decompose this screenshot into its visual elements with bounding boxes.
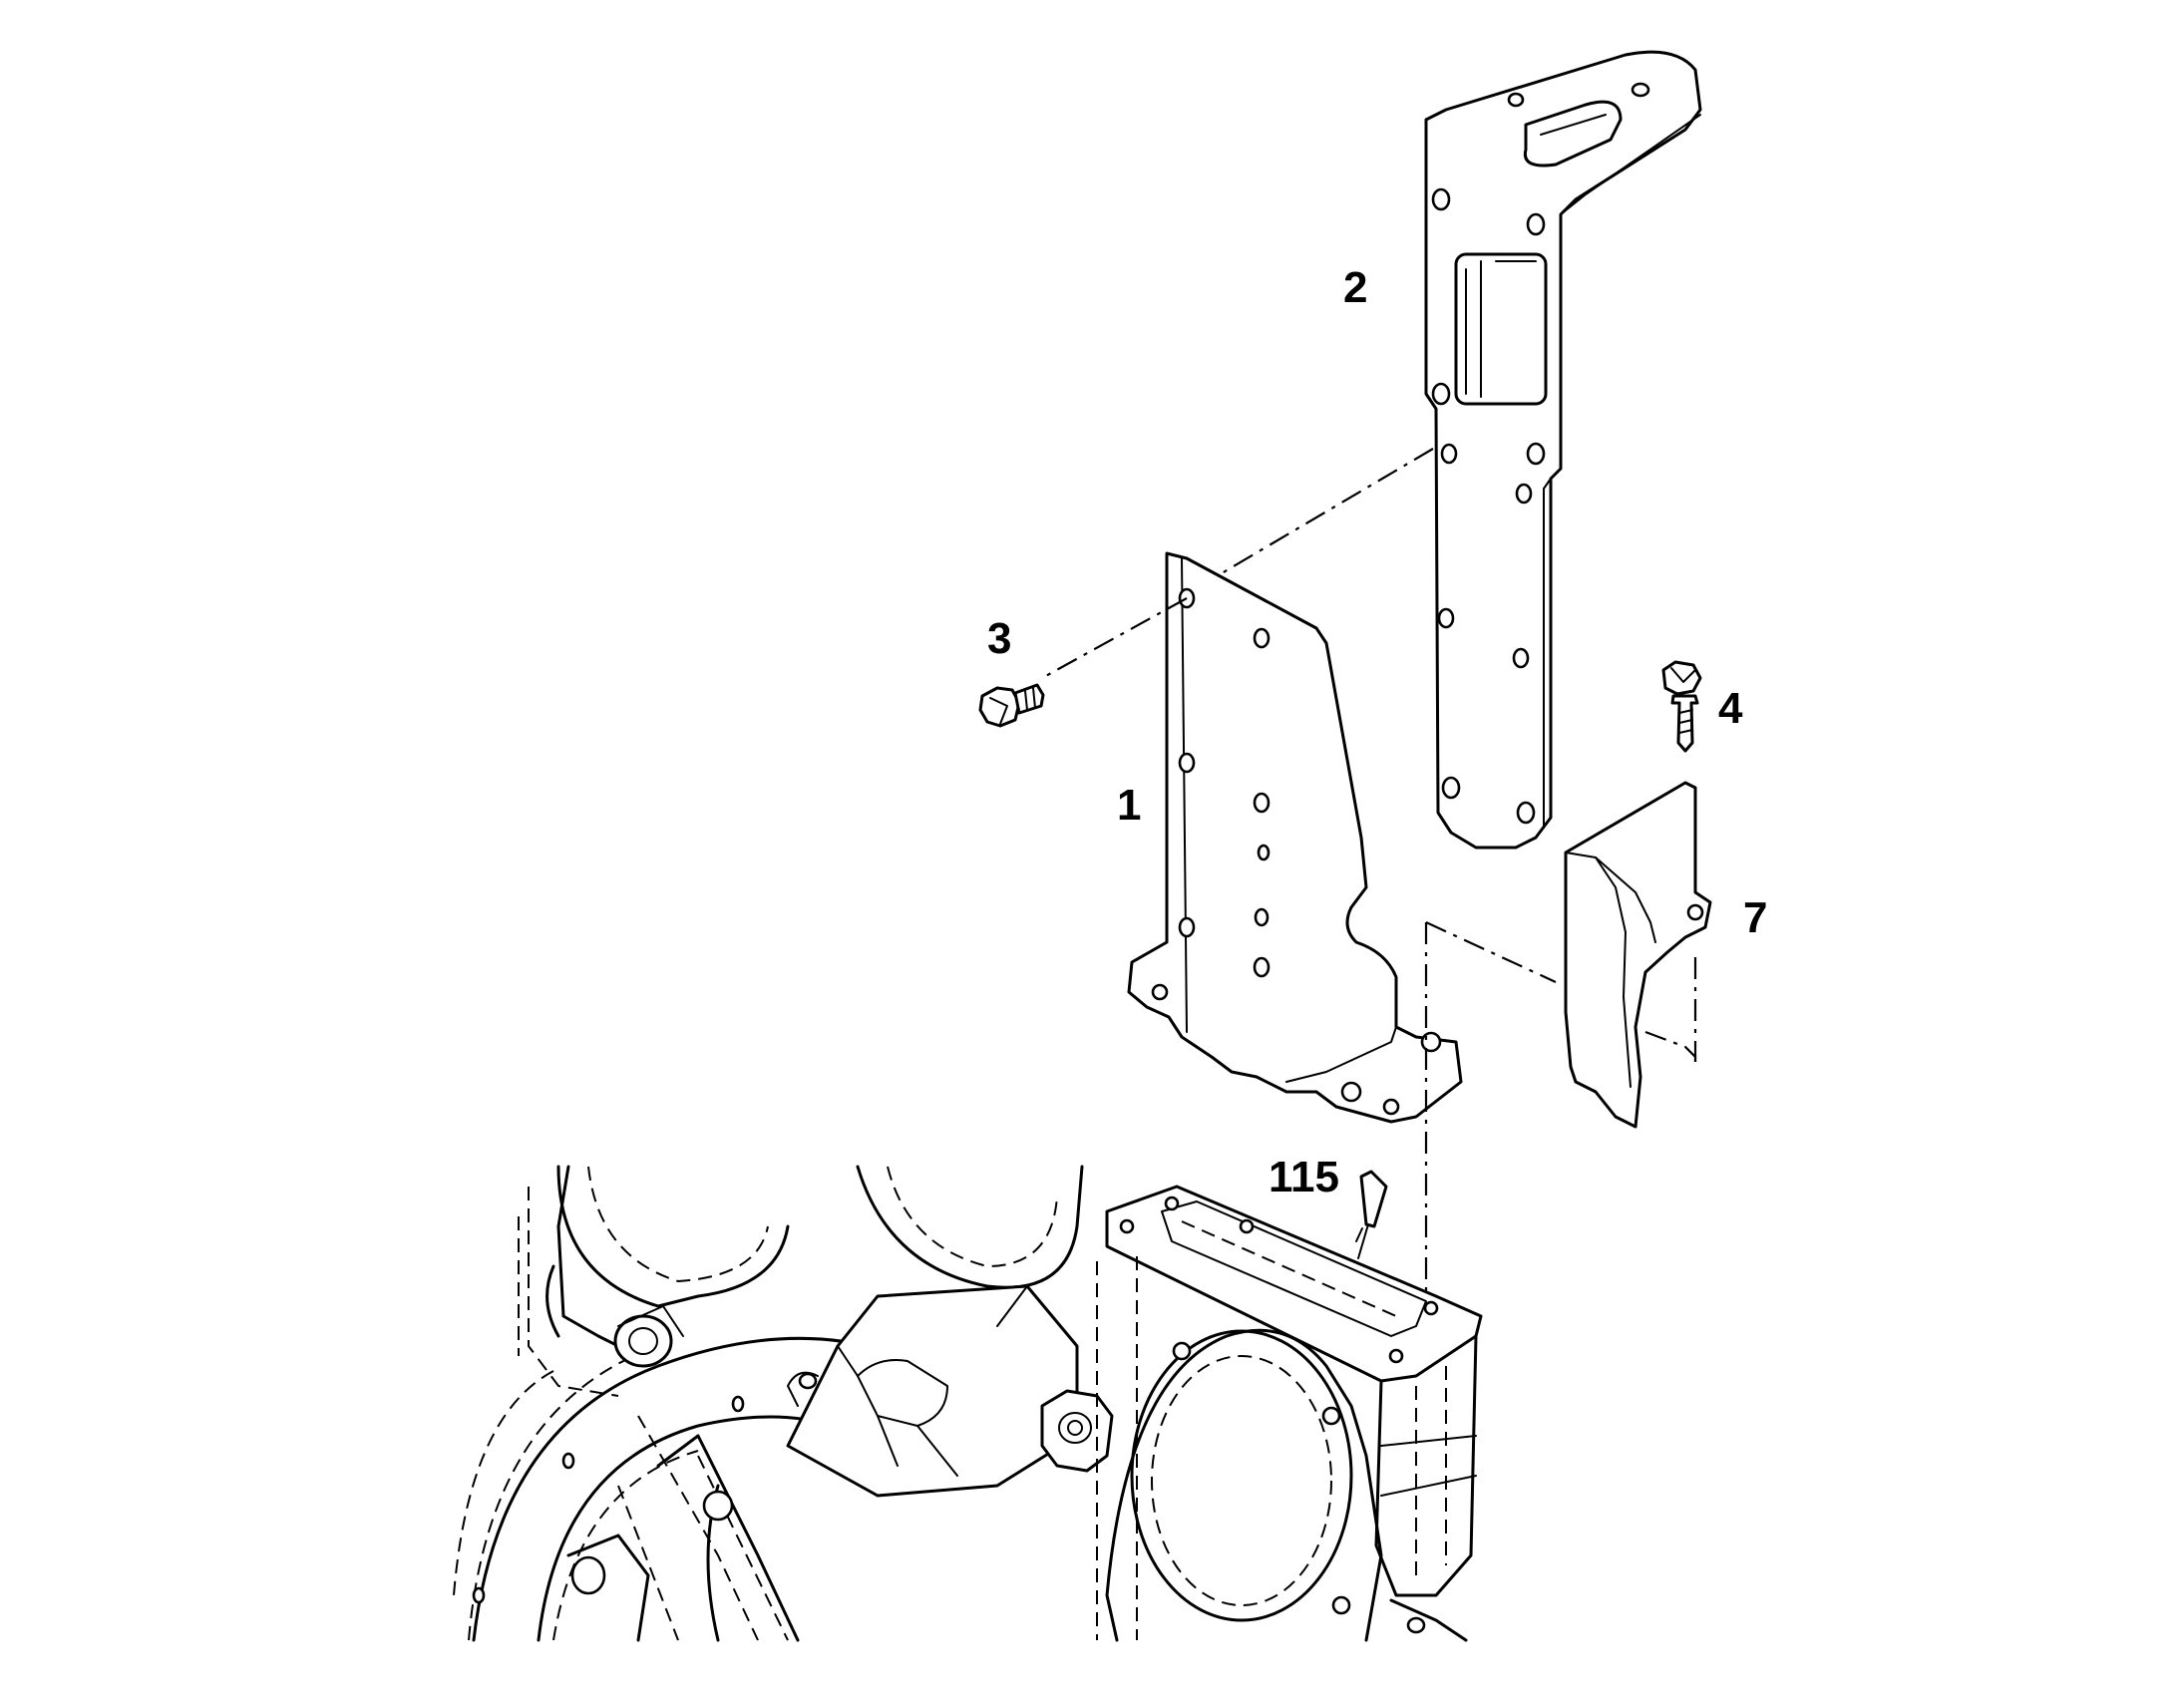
callout-7: 7	[1743, 893, 1767, 942]
bracket-part-2	[1424, 50, 1702, 850]
callout-1: 1	[1117, 781, 1141, 830]
callout-labels: 1 2 3 4 7 115	[987, 263, 1767, 1201]
callout-2: 2	[1343, 263, 1367, 312]
bolt-part-4	[1661, 660, 1702, 753]
sealant-part-115	[1355, 1170, 1388, 1259]
cover-shield-part-7	[1564, 781, 1712, 1129]
assembly-lines	[1041, 448, 1697, 1296]
bolt-part-3	[978, 683, 1045, 728]
callout-3: 3	[987, 614, 1011, 663]
callout-4: 4	[1718, 684, 1743, 733]
callout-115: 115	[1269, 1153, 1339, 1201]
bracket-part-1	[1127, 551, 1463, 1124]
engine-block	[453, 1165, 1483, 1642]
